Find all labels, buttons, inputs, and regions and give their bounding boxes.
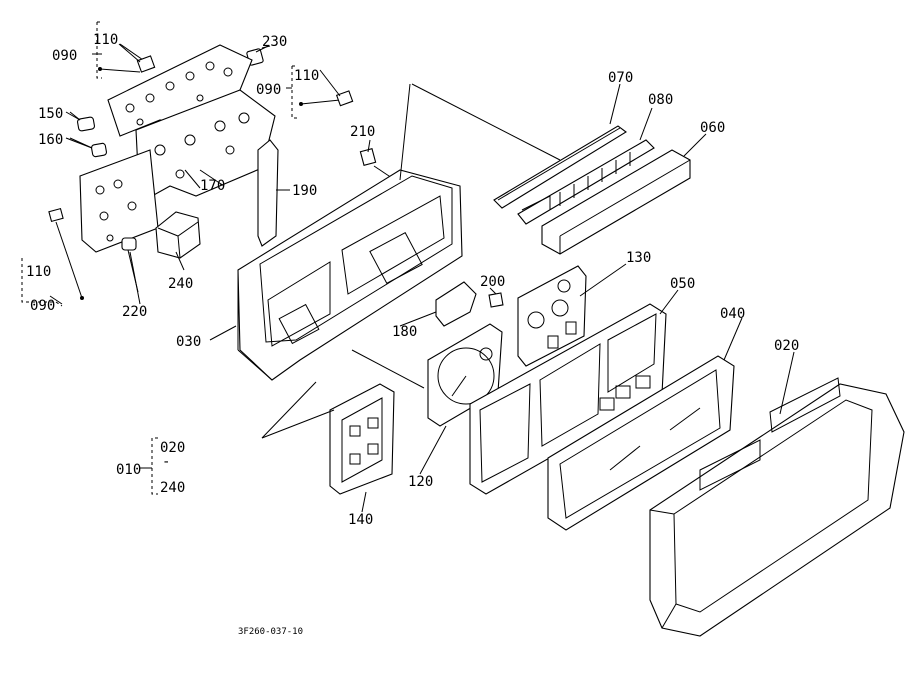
label-190: 190 [292, 183, 317, 199]
label-080: 080 [648, 92, 673, 108]
part-200-screw [488, 292, 504, 308]
part-010-assembly-bracket [151, 437, 158, 495]
leader-lines [49, 43, 795, 513]
part-090-110-right-group [291, 65, 354, 119]
part-070-080-060-strips [493, 125, 691, 255]
callout-labels: 090 110 230 110 090 150 160 170 190 210 … [26, 32, 799, 637]
label-110-right: 110 [294, 68, 319, 84]
label-090-left: 090 [30, 298, 55, 314]
part-140-tacho-plate [329, 383, 395, 495]
label-120: 120 [408, 474, 433, 490]
label-160: 160 [38, 132, 63, 148]
part-020-cover-frame [649, 377, 905, 637]
label-070: 070 [608, 70, 633, 86]
label-170: 170 [200, 178, 225, 194]
label-230: 230 [262, 34, 287, 50]
label-240-assy: 240 [160, 480, 185, 496]
part-210-screw [359, 148, 393, 179]
label-220: 220 [122, 304, 147, 320]
part-190-bracket [257, 139, 290, 247]
label-010: 010 [116, 462, 141, 478]
part-090-110-left-group [21, 258, 63, 307]
label-060: 060 [700, 120, 725, 136]
label-020: 020 [774, 338, 799, 354]
label-210: 210 [350, 124, 375, 140]
part-240-buzzer [155, 211, 201, 259]
label-140: 140 [348, 512, 373, 528]
part-180-resistor [435, 281, 477, 327]
label-110-top: 110 [93, 32, 118, 48]
part-090-110-top-group [96, 21, 156, 79]
label-040: 040 [720, 306, 745, 322]
part-220-bulb [121, 237, 139, 293]
part-left-circuit-board [48, 149, 159, 300]
label-030: 030 [176, 334, 201, 350]
drawing-code: 3F260-037-10 [238, 627, 303, 637]
label-050: 050 [670, 276, 695, 292]
label-180: 180 [392, 324, 417, 340]
label-130: 130 [626, 250, 651, 266]
label-110-left: 110 [26, 264, 51, 280]
part-150-160-bulbs [65, 111, 108, 158]
label-assy-dash: - [162, 454, 170, 470]
part-130-gauge-plate [517, 265, 587, 367]
part-040-glass [547, 355, 735, 531]
label-090-right: 090 [256, 82, 281, 98]
label-150: 150 [38, 106, 63, 122]
label-020-assy: 020 [160, 440, 185, 456]
part-030-meter-case [237, 169, 463, 381]
label-200: 200 [480, 274, 505, 290]
label-240: 240 [168, 276, 193, 292]
label-090-top: 090 [52, 48, 77, 64]
